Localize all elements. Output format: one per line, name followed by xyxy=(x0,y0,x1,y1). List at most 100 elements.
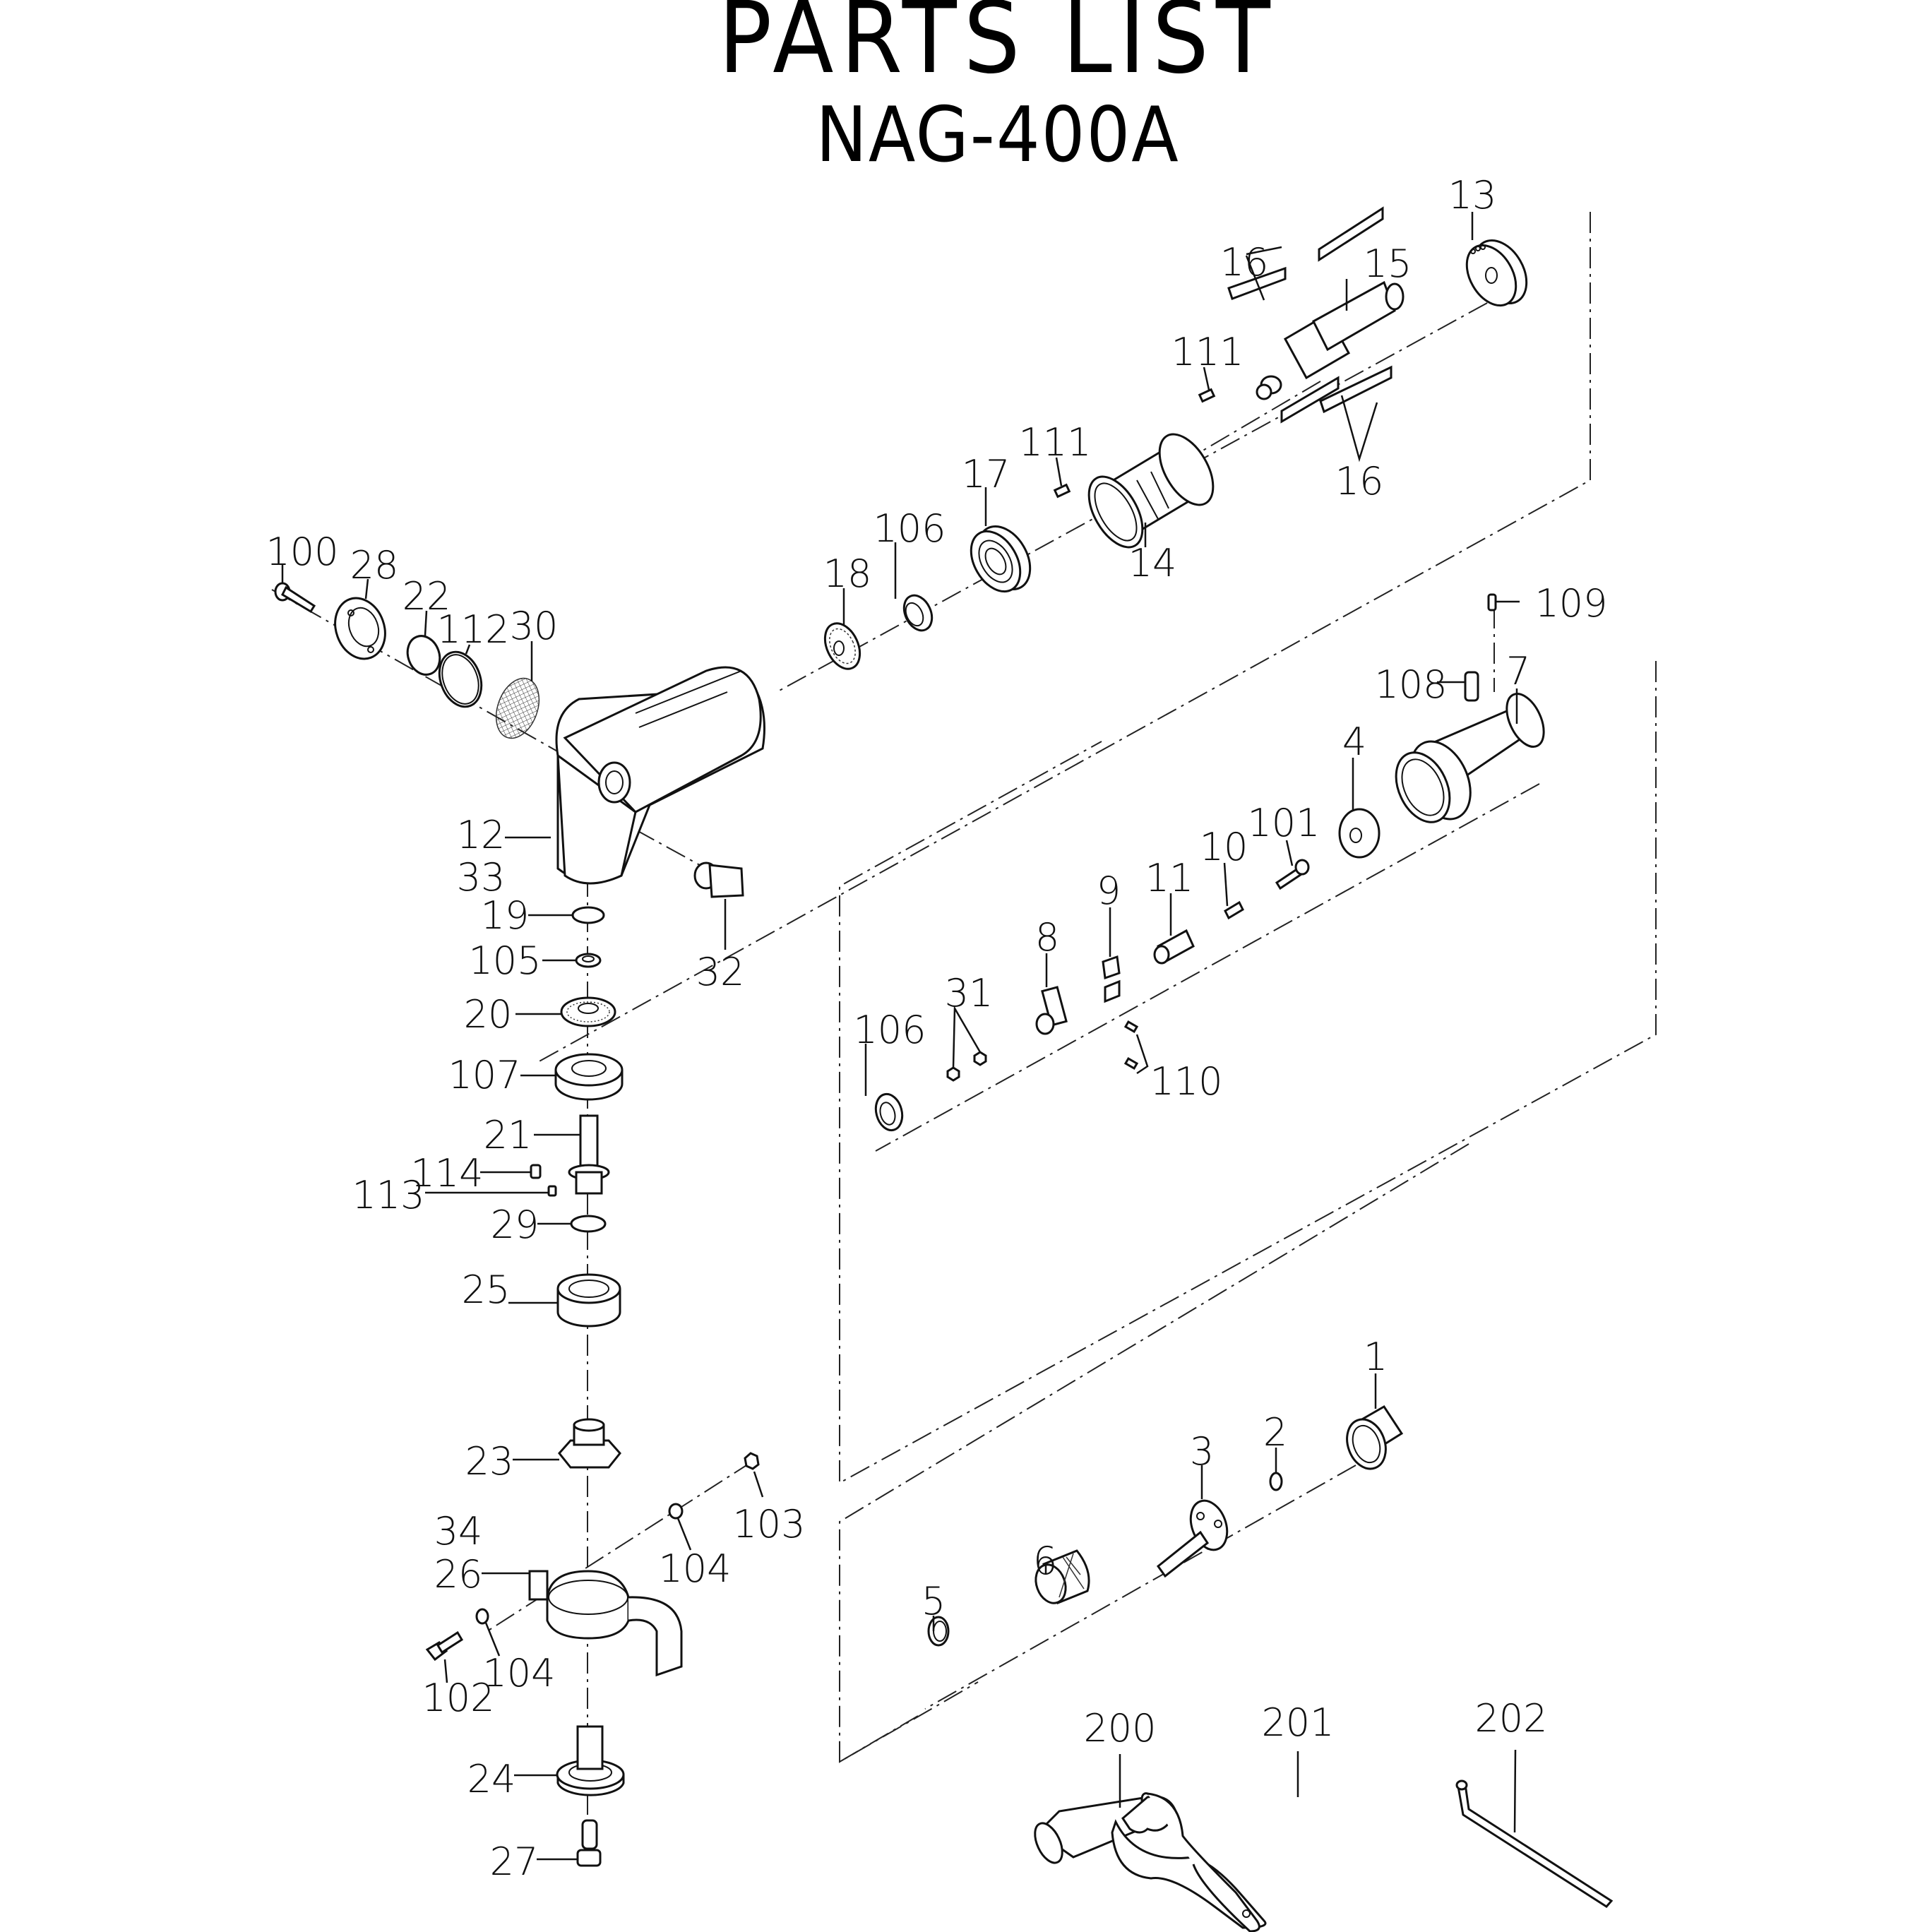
part-109-pin[interactable] xyxy=(1487,593,1497,612)
part-7-valve-housing[interactable] xyxy=(1385,688,1551,830)
part-100-screw[interactable] xyxy=(274,582,316,614)
part-106-ball-bearing-lower[interactable] xyxy=(872,1091,906,1133)
part-108-pin[interactable] xyxy=(1464,671,1479,702)
part-27-cap-screw[interactable] xyxy=(576,1819,602,1867)
part-112-o-ring[interactable] xyxy=(432,646,489,712)
leader-103 xyxy=(753,1471,764,1498)
callout-17: 17 xyxy=(962,452,1010,496)
part-19-washer[interactable] xyxy=(571,906,605,924)
leader-111b xyxy=(1055,457,1063,487)
part-103-nut[interactable] xyxy=(744,1452,760,1470)
part-29-retaining-ring[interactable] xyxy=(570,1215,607,1233)
leader-112 xyxy=(465,644,471,655)
callout-103: 103 xyxy=(732,1502,805,1546)
part-28-cover-plate[interactable] xyxy=(327,591,393,666)
part-30-filter-screen[interactable] xyxy=(489,672,547,744)
part-4-bushing[interactable] xyxy=(1338,808,1381,859)
part-31-nuts[interactable] xyxy=(946,1051,987,1082)
leader-104b xyxy=(484,1622,501,1657)
part-25-bearing-cap[interactable] xyxy=(556,1273,621,1328)
part-1-inlet-bushing[interactable] xyxy=(1340,1405,1404,1474)
part-106-ball-bearing-upper[interactable] xyxy=(899,591,938,635)
part-14-cylinder[interactable] xyxy=(1078,425,1224,556)
callout-23: 23 xyxy=(465,1439,514,1484)
callout-106-upper: 106 xyxy=(873,506,946,551)
leader-101 xyxy=(1285,840,1294,866)
callout-13: 13 xyxy=(1448,173,1497,217)
part-32-plug[interactable] xyxy=(693,861,744,898)
valve-axis xyxy=(875,783,1540,1152)
leader-22 xyxy=(424,610,428,636)
callout-14: 14 xyxy=(1128,541,1177,585)
leader-111a xyxy=(1203,366,1210,390)
part-104-washer-upper[interactable] xyxy=(668,1503,684,1520)
callout-104-lower: 104 xyxy=(482,1651,555,1695)
part-102-bolt[interactable] xyxy=(425,1630,464,1662)
callout-10: 10 xyxy=(1200,825,1248,869)
part-3-throttle-valve[interactable] xyxy=(1156,1496,1234,1578)
document-title: PARTS LIST xyxy=(718,0,1277,96)
assembly-outline-inlet xyxy=(839,1143,1469,1763)
model-number: NAG-400A xyxy=(816,91,1179,179)
callout-28: 28 xyxy=(350,543,399,588)
part-8-valve-seat[interactable] xyxy=(1035,986,1068,1035)
inlet-axis xyxy=(924,1465,1356,1710)
leader-16a xyxy=(1246,246,1282,256)
part-18-bevel-gear[interactable] xyxy=(818,618,867,674)
callout-109: 109 xyxy=(1534,581,1607,626)
leader-110 xyxy=(1135,1034,1149,1075)
pin-axis xyxy=(1200,381,1321,453)
callout-33: 33 xyxy=(457,855,506,900)
part-22-spacer-disc[interactable] xyxy=(402,631,445,679)
part-105-small-bearing[interactable] xyxy=(575,953,602,968)
callout-100: 100 xyxy=(266,530,338,574)
callout-27: 27 xyxy=(490,1839,539,1884)
part-9-valve-pad[interactable] xyxy=(1102,955,1121,1003)
part-17-front-end-plate[interactable] xyxy=(961,517,1041,600)
callout-111-upper: 111 xyxy=(1171,330,1244,374)
callout-3: 3 xyxy=(1190,1429,1214,1474)
part-24-inner-flange[interactable] xyxy=(556,1725,625,1796)
part-201-spanner-wrench[interactable] xyxy=(1111,1792,1267,1932)
part-202-hex-key[interactable] xyxy=(1455,1779,1614,1908)
part-110-pins[interactable] xyxy=(1123,1020,1139,1071)
callout-12: 12 xyxy=(457,813,506,857)
part-10-spring[interactable] xyxy=(1224,900,1244,920)
callout-112: 112 xyxy=(436,607,509,652)
callout-101: 101 xyxy=(1247,801,1320,845)
callout-24: 24 xyxy=(467,1757,516,1801)
part-23-hex-nut-flange[interactable] xyxy=(558,1418,621,1469)
leader-28 xyxy=(364,578,369,600)
part-21-spindle[interactable] xyxy=(568,1114,610,1195)
callout-2: 2 xyxy=(1263,1410,1287,1455)
callout-11: 11 xyxy=(1145,856,1194,900)
guard-axis xyxy=(487,1461,753,1632)
callout-5: 5 xyxy=(922,1579,946,1623)
part-113-key[interactable] xyxy=(547,1185,557,1197)
callout-9: 9 xyxy=(1097,869,1121,913)
part-12-33-housing[interactable] xyxy=(555,666,765,885)
callout-201: 201 xyxy=(1261,1700,1334,1745)
part-26-34-wheel-guard[interactable] xyxy=(528,1570,683,1677)
part-11-valve-stem[interactable] xyxy=(1153,929,1195,965)
callout-114: 114 xyxy=(410,1151,483,1195)
part-107-ball-bearing[interactable] xyxy=(554,1053,624,1101)
part-111-pin-lower[interactable] xyxy=(1053,483,1071,499)
callout-4: 4 xyxy=(1342,720,1366,764)
callout-110: 110 xyxy=(1150,1059,1222,1104)
part-15-rotor[interactable] xyxy=(1256,280,1405,400)
callout-106-lower: 106 xyxy=(853,1008,926,1052)
part-2-o-ring[interactable] xyxy=(1269,1472,1283,1491)
callout-104-upper: 104 xyxy=(658,1546,731,1591)
part-114-key[interactable] xyxy=(530,1164,542,1179)
part-20-bevel-gear[interactable] xyxy=(560,996,616,1027)
part-6-throttle-sleeve[interactable] xyxy=(1031,1549,1090,1607)
part-13-rear-end-plate[interactable] xyxy=(1457,231,1537,314)
part-104-washer-lower[interactable] xyxy=(475,1608,489,1625)
callout-113: 113 xyxy=(352,1173,424,1217)
part-101-screw[interactable] xyxy=(1275,859,1310,890)
leader-16b xyxy=(1340,395,1378,463)
part-111-pin-upper[interactable] xyxy=(1198,388,1216,403)
callout-18: 18 xyxy=(823,551,872,596)
callout-107: 107 xyxy=(448,1053,520,1097)
